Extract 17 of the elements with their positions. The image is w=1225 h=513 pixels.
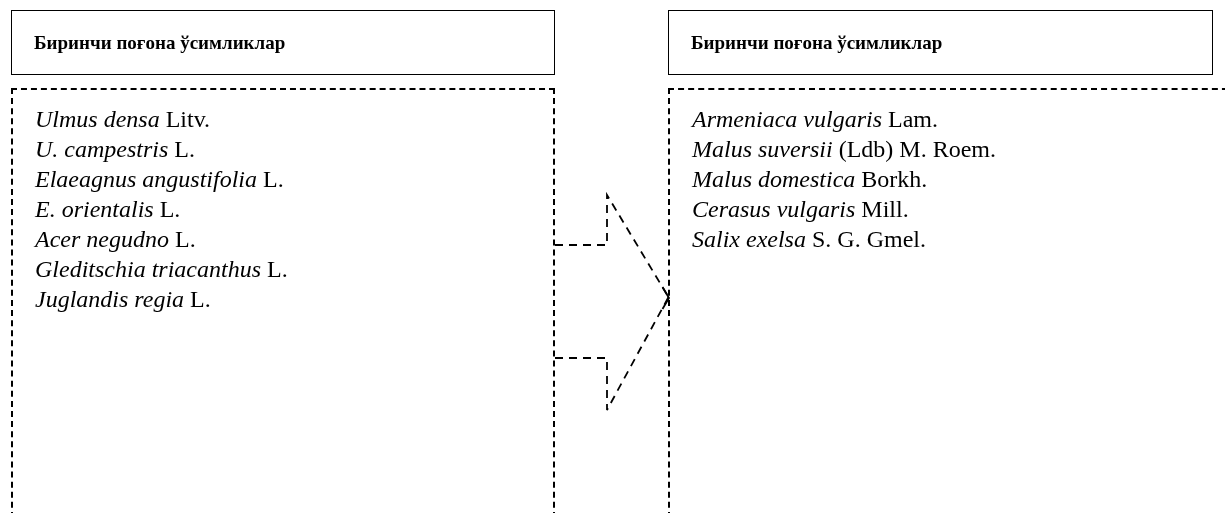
species-name: Elaeagnus angustifolia L. xyxy=(35,165,285,194)
species-list-box xyxy=(11,88,555,513)
species-name: U. campestris L. xyxy=(35,135,196,164)
species-name: Malus suversii (Ldb) M. Roem. xyxy=(692,135,997,164)
species-name: Ulmus densa Litv. xyxy=(35,105,212,134)
header-box: Биринчи поғона ўсимликлар xyxy=(11,10,555,75)
species-name: Cerasus vulgaris Mill. xyxy=(692,195,910,224)
species-name: Salix exelsa S. G. Gmel. xyxy=(692,225,927,254)
species-name: Acer negudno L. xyxy=(35,225,197,254)
species-name: Juglandis regia L. xyxy=(35,285,212,314)
species-name: E. orientalis L. xyxy=(35,195,182,224)
species-name: Armeniaca vulgaris Lam. xyxy=(692,105,939,134)
header-box: Биринчи поғона ўсимликлар xyxy=(668,10,1213,75)
species-list-box xyxy=(668,88,1225,513)
block-arrow xyxy=(554,191,670,411)
species-name: Malus domestica Borkh. xyxy=(692,165,929,194)
species-name: Gleditschia triacanthus L. xyxy=(35,255,289,284)
